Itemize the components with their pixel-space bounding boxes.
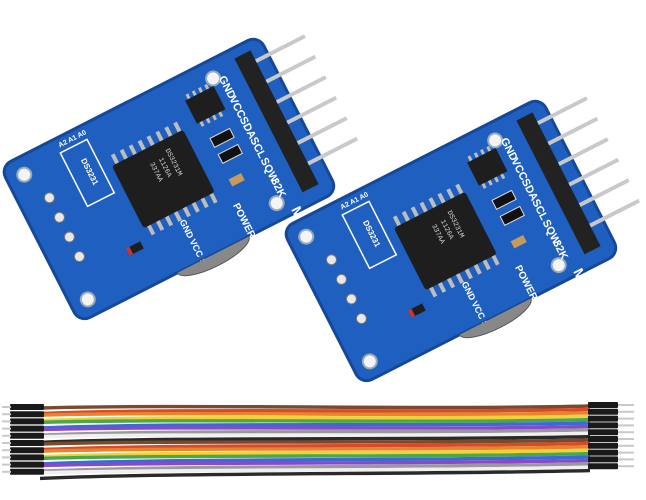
side-pads (43, 192, 85, 263)
mount-hole (487, 132, 504, 149)
side-pads (325, 254, 367, 325)
eeprom-chip (467, 148, 508, 186)
chip-legs (110, 121, 218, 236)
dupont-connector-left (10, 440, 44, 446)
dupont-connector-right (588, 463, 618, 470)
jumper-wire (39, 455, 591, 466)
connector-pin (2, 434, 11, 437)
jumper-wire (39, 458, 591, 468)
mount-hole (361, 353, 378, 370)
connector-pin (2, 463, 11, 466)
jumper-wire (39, 411, 591, 417)
connector-pin (2, 413, 11, 416)
dupont-connector-left (10, 447, 44, 454)
rtc-chip (112, 130, 214, 228)
battery-holder (459, 298, 532, 339)
eeprom-chip (185, 86, 226, 124)
dupont-connector-left (10, 411, 44, 418)
label-box (59, 138, 116, 208)
pin-header (516, 112, 601, 255)
rtc-module-left: GND VCC SDA SCL SQW 32K MH GND VCC SDA S… (2, 34, 359, 321)
connector-pin (2, 470, 11, 473)
mount-hole (298, 228, 315, 245)
dupont-connector-right (588, 442, 618, 449)
dupont-connector-left (10, 425, 44, 432)
dupont-connector-right (588, 456, 618, 463)
label-box (341, 200, 398, 270)
side-label-scl: SCL (208, 277, 225, 298)
capacitor (510, 235, 527, 249)
resistor-pack (217, 143, 243, 165)
dupont-connector-left (10, 432, 44, 439)
connector-pin (618, 465, 634, 468)
connector-pin (618, 431, 634, 434)
jumper-wire-ribbon (2, 402, 634, 481)
dupont-connector-left (10, 461, 44, 468)
dupont-connector-right (588, 449, 618, 456)
header-pins (537, 96, 641, 228)
dupont-connector-right (588, 436, 618, 442)
mount-hole (550, 257, 567, 274)
jumper-wire (39, 421, 591, 430)
connector-pin (2, 456, 11, 459)
jumper-wire (39, 407, 591, 416)
connector-pin (2, 406, 11, 408)
connector-pin (618, 444, 634, 447)
dupont-connector-left (10, 468, 44, 475)
jumper-wire (39, 451, 591, 461)
mount-hole (268, 195, 285, 212)
connector-pin (2, 449, 11, 452)
dupont-connector-right (588, 415, 618, 422)
jumper-wire (39, 462, 591, 473)
jumper-wire (39, 424, 591, 432)
connector-pin (2, 442, 11, 444)
jumper-wire (39, 441, 591, 452)
connector-pin (618, 458, 634, 461)
connector-pin (618, 417, 634, 420)
jumper-wire (39, 438, 591, 446)
header-pins (255, 34, 359, 166)
connector-pin (618, 404, 634, 406)
jumper-wire (39, 404, 591, 410)
connector-pin (618, 410, 634, 413)
dupont-connector-right (588, 402, 618, 408)
dupont-connector-left (10, 454, 44, 461)
pin-header (234, 50, 319, 193)
mount-hole (16, 166, 33, 183)
connector-pin (618, 438, 634, 440)
capacitor (228, 173, 245, 187)
dupont-connector-right (588, 408, 618, 415)
mount-hole (79, 291, 96, 308)
jumper-wire (39, 465, 591, 475)
mount-hole (205, 70, 222, 87)
jumper-wire (39, 468, 591, 481)
dupont-connector-right (588, 429, 618, 436)
jumper-wire (39, 445, 591, 453)
resistor-pack (499, 205, 525, 227)
dupont-connector-right (588, 422, 618, 429)
rtc-chip (394, 192, 496, 290)
resistor-pack (209, 127, 235, 148)
jumper-wire (39, 434, 591, 445)
connector-pin (618, 451, 634, 454)
rtc-module-right: GND VCC SDA SCL SQW 32K MH GND VCC SDA S… (284, 96, 641, 383)
dupont-connector-left (10, 418, 44, 425)
connector-pin (618, 424, 634, 427)
connector-pin (2, 420, 11, 423)
chip-legs (392, 183, 500, 298)
jumper-wire (39, 417, 591, 425)
jumper-wire (39, 431, 591, 439)
resistor-pack (491, 189, 517, 210)
connector-pin (2, 427, 11, 430)
jumper-wire (39, 414, 591, 423)
jumper-wire (39, 428, 591, 437)
dupont-connector-left (10, 404, 44, 410)
battery-holder (177, 236, 250, 277)
jumper-wire (39, 448, 591, 459)
side-label-scl: SCL (490, 339, 507, 360)
